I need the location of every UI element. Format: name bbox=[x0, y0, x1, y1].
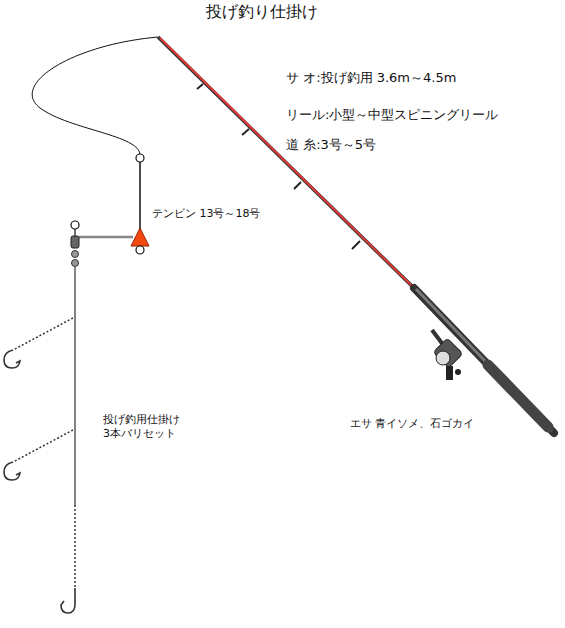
branch-line bbox=[13, 318, 73, 350]
swivel bbox=[71, 236, 79, 248]
rig-line bbox=[74, 267, 75, 505]
reel-handle bbox=[446, 366, 453, 380]
bead bbox=[72, 260, 79, 267]
rod-guide bbox=[197, 84, 203, 89]
tenbin-arm bbox=[79, 236, 133, 239]
hook bbox=[4, 350, 20, 368]
part-label: サ オ:投げ釣用 3.6m～4.5m bbox=[286, 70, 456, 87]
rod-handle bbox=[414, 288, 554, 433]
rod-grip bbox=[488, 365, 548, 427]
tenbin-wire bbox=[139, 162, 141, 230]
part-label: テンビン 13号～18号 bbox=[152, 207, 261, 221]
diagram-title: 投げ釣り仕掛け bbox=[206, 2, 318, 23]
part-label: リール:小型～中型スピニングリール bbox=[286, 107, 498, 124]
rod-guide bbox=[294, 182, 301, 189]
harris bbox=[74, 505, 76, 588]
rod-guide bbox=[242, 129, 249, 135]
reel-body bbox=[433, 338, 463, 368]
hook bbox=[61, 588, 75, 613]
rod-handle-shine bbox=[416, 289, 552, 431]
part-label: 道 糸:3号～5号 bbox=[286, 137, 376, 154]
reel-spool bbox=[436, 351, 450, 365]
branch-line bbox=[13, 430, 73, 462]
sinker bbox=[131, 228, 149, 246]
hook-rig bbox=[4, 267, 75, 613]
ring bbox=[136, 154, 144, 162]
tenbin bbox=[71, 154, 149, 267]
ring bbox=[136, 246, 144, 254]
ring bbox=[71, 221, 79, 229]
bead bbox=[72, 251, 79, 258]
spinning-reel bbox=[432, 330, 463, 380]
reel-knob bbox=[455, 369, 461, 375]
rod-guide bbox=[352, 241, 360, 249]
part-label: エサ 青イソメ、石ゴカイ bbox=[350, 417, 475, 431]
tenbin-wire bbox=[74, 229, 75, 236]
hook bbox=[4, 462, 20, 480]
part-label: 投げ釣用仕掛け 3本バリセット bbox=[103, 413, 187, 442]
main-line bbox=[32, 37, 158, 155]
